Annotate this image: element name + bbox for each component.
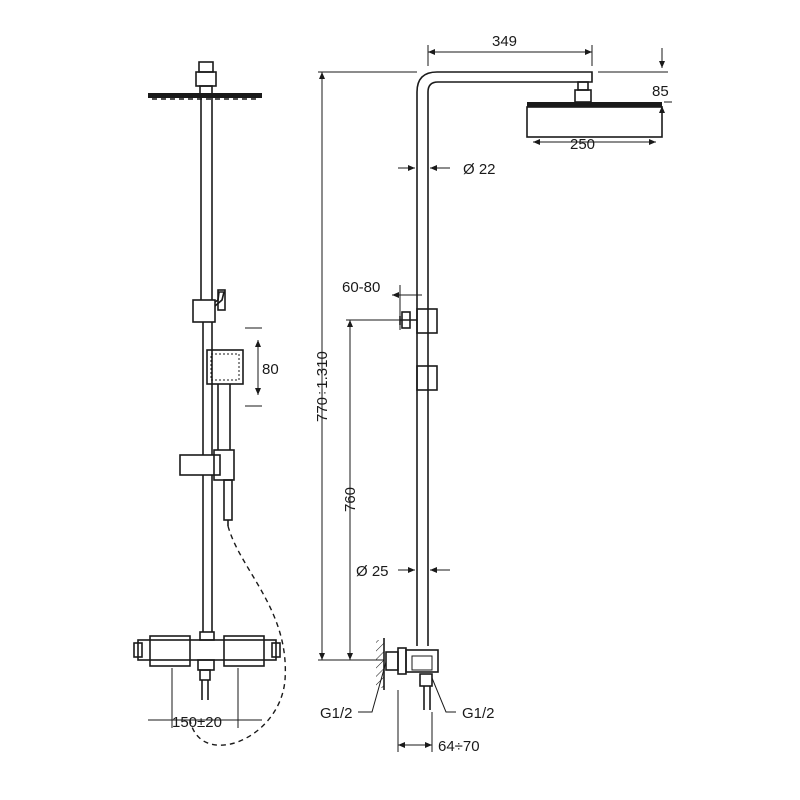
front-mixer: [133, 631, 281, 700]
dim-upper-diameter: Ø 22: [398, 161, 496, 178]
front-holder: [179, 449, 235, 632]
front-hose: [189, 525, 286, 746]
mixer-spacing-label: 150±20: [172, 714, 222, 731]
front-shower-head: [148, 61, 262, 100]
front-hand-shower: [206, 349, 244, 450]
dim-outlet-height: 760: [342, 320, 359, 660]
dim-lower-diameter: Ø 25: [356, 563, 450, 580]
dim-head-height: 85: [598, 48, 672, 126]
upper-diameter-label: Ø 22: [463, 161, 496, 178]
lower-diameter-label: Ø 25: [356, 563, 389, 580]
head-height-label: 85: [652, 83, 669, 100]
side-mixer: [318, 638, 439, 710]
total-height-label: 770÷1.310: [314, 351, 331, 422]
wall-offset-label: 64÷70: [438, 738, 480, 755]
dim-inlet-right: G1/2: [431, 677, 495, 722]
dim-handshower: 80: [245, 327, 279, 407]
inlet-left-label: G1/2: [320, 705, 353, 722]
outlet-height-label: 760: [342, 487, 359, 512]
front-slider: [192, 289, 226, 323]
dim-inlet-left: G1/2: [320, 661, 387, 722]
dim-mixer-spacing: 150±20: [148, 668, 262, 731]
side-joint: [416, 365, 438, 391]
side-slider: [346, 308, 438, 334]
offset-label: 60-80: [342, 279, 380, 296]
head-width-label: 250: [570, 136, 595, 153]
inlet-right-label: G1/2: [462, 705, 495, 722]
dim-head-width: 250: [533, 136, 656, 153]
dim-wall-offset: 64÷70: [397, 690, 480, 755]
handshower-size-label: 80: [262, 361, 279, 378]
dim-top-width: 349: [427, 33, 593, 66]
dim-total-height: 770÷1.310: [314, 71, 417, 660]
side-shower-head: [526, 81, 663, 138]
side-view: 349 85 250 Ø 22 60-80: [314, 33, 672, 755]
front-view: 80 150±20: [133, 61, 286, 746]
top-width-label: 349: [492, 33, 517, 50]
